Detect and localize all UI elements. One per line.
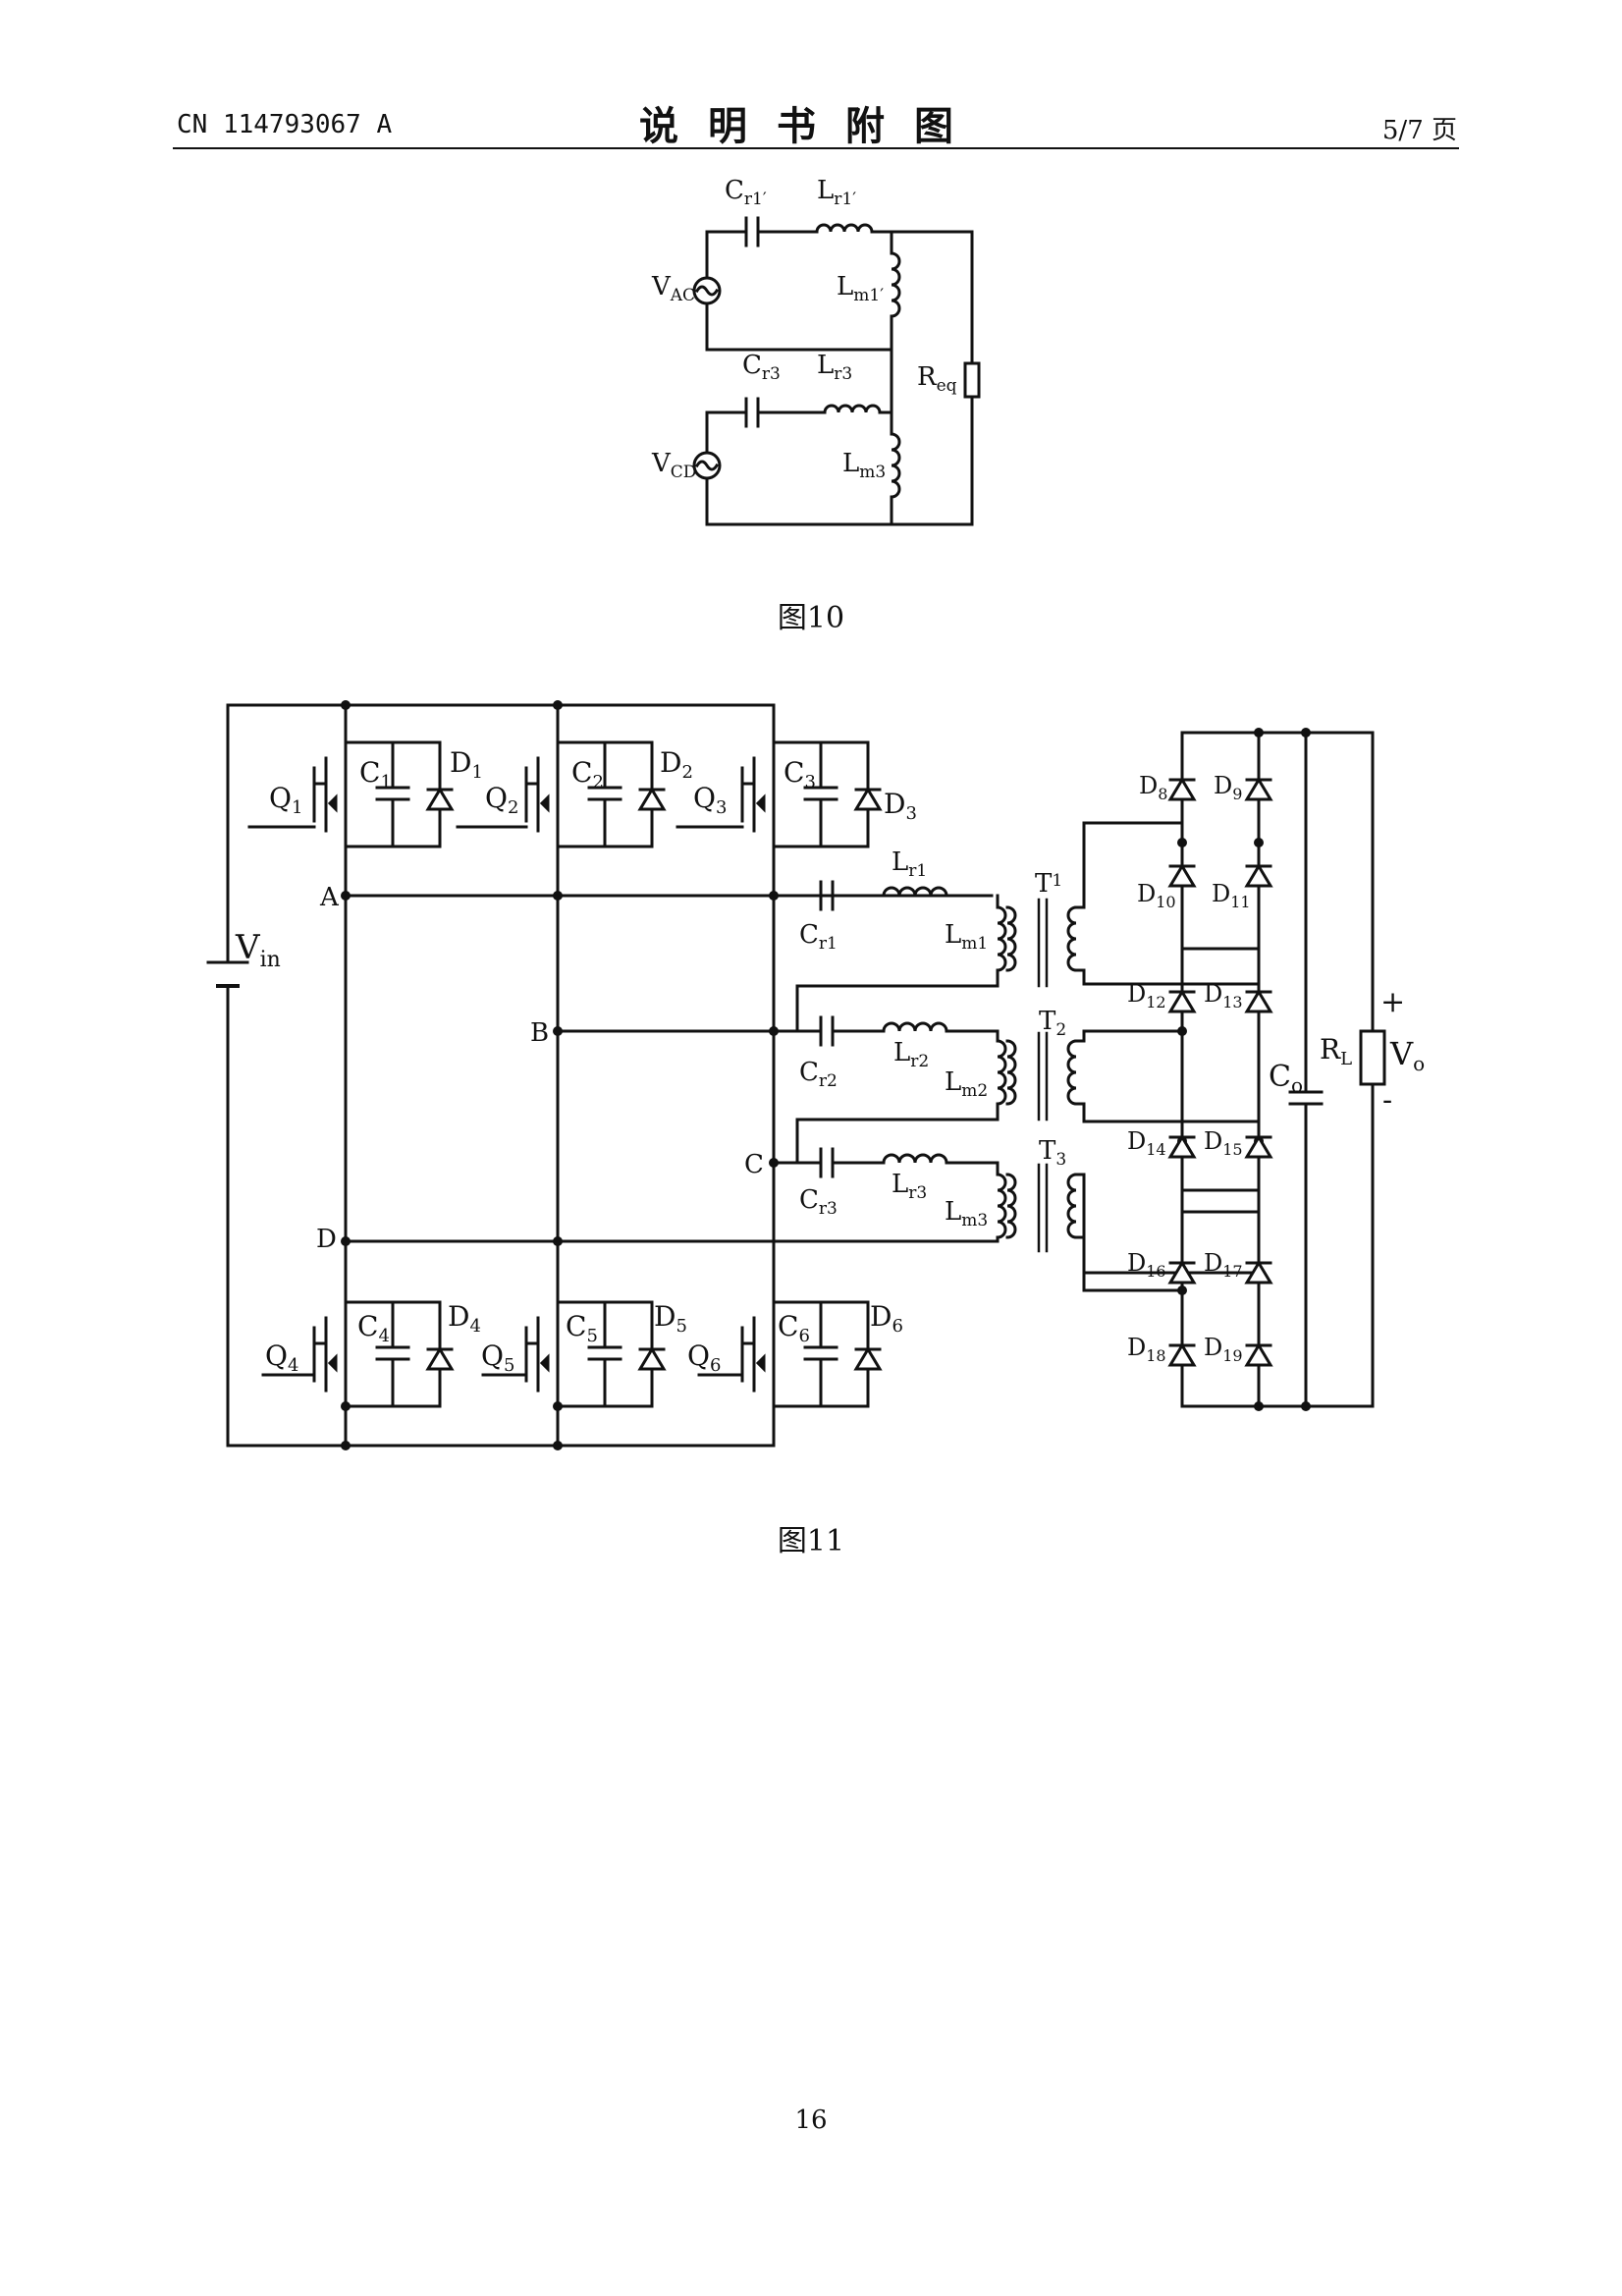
label-d11: D11: [1212, 880, 1251, 911]
label-d15: D15: [1204, 1127, 1243, 1159]
page-count: 5/7 页: [1381, 116, 1457, 145]
label-cr3: Cr3: [742, 351, 781, 384]
rectifier-bridge: [1167, 731, 1386, 1408]
label-node-c: C: [744, 1150, 764, 1179]
top-switch-cells: [247, 740, 883, 848]
bottom-switch-cells: [261, 1300, 883, 1408]
label-q5: Q5: [481, 1339, 514, 1376]
patent-number: CN 114793067 A: [177, 110, 393, 139]
figure-11-caption: 图11: [777, 1524, 845, 1558]
secondary-wiring: [1074, 821, 1261, 1292]
label-lr2: Lr2: [893, 1038, 929, 1071]
resonant-tanks: [772, 880, 1078, 1253]
label-q1: Q1: [269, 782, 302, 818]
label-node-b: B: [530, 1018, 549, 1048]
label-lm2: Lm2: [945, 1067, 988, 1101]
label-d9: D9: [1214, 772, 1242, 803]
label-rl: RL: [1320, 1033, 1352, 1069]
label-cr1: Cr1: [799, 920, 838, 954]
label-d2: D2: [660, 746, 693, 783]
figure-10-caption: 图10: [777, 601, 845, 635]
label-t1: T1: [1035, 869, 1062, 899]
label-q2: Q2: [485, 782, 518, 818]
label-cr1-prime: Cr1′: [725, 176, 767, 209]
label-vo: Vo: [1389, 1035, 1425, 1075]
label-d10: D10: [1137, 880, 1176, 911]
label-d4: D4: [448, 1300, 481, 1337]
label-d16: D16: [1127, 1249, 1166, 1281]
label-vin: Vin: [235, 928, 281, 972]
page-title: 说明书附图: [639, 104, 983, 149]
label-lr3: Lr3: [892, 1170, 927, 1203]
figure-10-circuit: Cr1′ Lr1′ Lm1′ VAC Cr3 Lr3 Req VCD Lm3: [651, 176, 981, 526]
label-node-a: A: [319, 883, 340, 912]
label-d13: D13: [1204, 980, 1243, 1011]
page-number: 16: [794, 2105, 828, 2135]
label-d3: D3: [884, 788, 917, 824]
label-cr2: Cr2: [799, 1058, 838, 1091]
label-d6: D6: [870, 1300, 903, 1337]
label-d12: D12: [1127, 980, 1166, 1011]
label-lr1: Lr1: [892, 847, 927, 881]
label-c5: C5: [566, 1310, 598, 1346]
label-lm3: Lm3: [842, 449, 886, 482]
label-minus: -: [1382, 1083, 1392, 1118]
label-q4: Q4: [265, 1339, 298, 1376]
label-d18: D18: [1127, 1334, 1166, 1365]
label-lr1-prime: Lr1′: [817, 176, 856, 209]
label-vac: VAC: [651, 272, 695, 305]
label-d14: D14: [1127, 1127, 1166, 1159]
label-c3: C3: [784, 756, 816, 793]
label-d5: D5: [654, 1300, 687, 1337]
label-lm3: Lm3: [945, 1197, 988, 1230]
label-d1: D1: [450, 746, 483, 783]
label-node-d: D: [316, 1225, 337, 1254]
label-q6: Q6: [687, 1339, 721, 1376]
label-lr3: Lr3: [817, 351, 852, 384]
label-plus: +: [1380, 985, 1405, 1019]
label-c6: C6: [778, 1310, 810, 1346]
label-co: Co: [1269, 1060, 1303, 1097]
label-d17: D17: [1204, 1249, 1243, 1281]
label-q3: Q3: [693, 782, 727, 818]
label-cr3: Cr3: [799, 1185, 838, 1219]
label-c4: C4: [357, 1310, 390, 1346]
label-vcd: VCD: [651, 449, 696, 482]
label-c2: C2: [571, 756, 604, 793]
label-c1: C1: [359, 756, 392, 793]
label-t2: T2: [1039, 1007, 1066, 1040]
label-t3: T3: [1039, 1136, 1066, 1170]
figure-11-circuit: Q1 C1 D1 Q2 C2 D2 Q3 C3 D3 Vin A B C D Q…: [206, 700, 1425, 1450]
label-d19: D19: [1204, 1334, 1243, 1365]
label-d8: D8: [1139, 772, 1167, 803]
header-rule: [173, 147, 1459, 149]
label-req: Req: [917, 362, 957, 396]
label-lm1-prime: Lm1′: [837, 272, 884, 305]
label-lm1: Lm1: [945, 920, 988, 954]
